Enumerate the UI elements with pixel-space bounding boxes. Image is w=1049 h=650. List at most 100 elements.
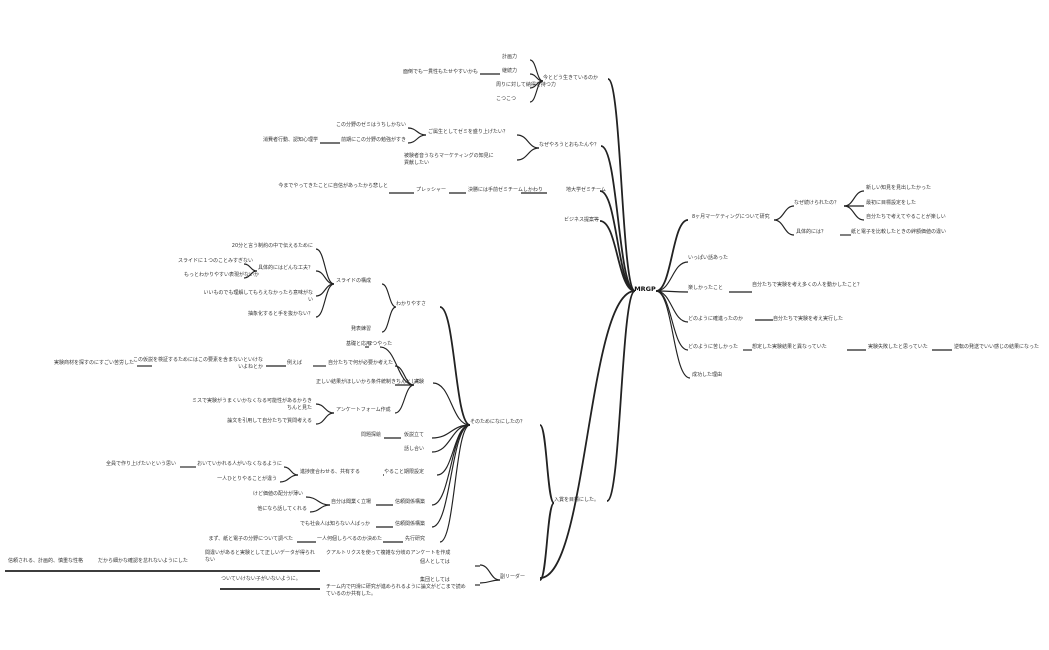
node-n5a1b[interactable]: 具体的にはどんな工夫？ [258,264,313,271]
node-n5b5a2[interactable]: 他になら話してくれる [257,505,307,512]
connector-5 [539,290,636,579]
node-n5b1b1a[interactable]: この仮説を検証するためにはこの要素を含まないといけないよねとか [133,356,263,370]
connector-52 [243,263,258,272]
node-n5a2[interactable]: 発表練習 [351,325,371,332]
node-n5b6[interactable]: 信頼関係構築 [395,520,425,527]
connector-14 [843,190,865,207]
node-n2b[interactable]: 被験者音うならマーケティングの知見に貢献したい [404,152,494,166]
node-n6a1[interactable]: クアルトリクスを使って複雑な分岐のアンケートを作成 [326,549,450,556]
node-n1[interactable]: 今とどう生きているのか [543,74,598,81]
connector-76 [479,564,501,581]
node-n1c[interactable]: 周りに対して納得を持つ力 [496,81,556,88]
node-n5b7a[interactable]: 一人何個しらべるのか決めた [317,535,382,542]
node-r5a[interactable]: 想定した実験結果と異なっていた [752,343,827,350]
connector-31 [407,134,427,144]
node-n5b1e[interactable]: 論文を引用して自分たちで質問考える [227,417,312,424]
node-n3a[interactable]: 決勝には手前ゼミチームしかわり [468,186,543,193]
node-n6a1a[interactable]: 間違いがあると実験として正しいデータが得られない [205,549,315,563]
node-n2a[interactable]: ご属生としてゼミを盛り上げたい？ [428,128,508,135]
node-n5b1a[interactable]: 基礎と応用 [346,340,371,347]
connector-4 [606,290,636,502]
node-n3a1a[interactable]: 今までやってきたことに自信があったから悲しと [278,182,388,189]
node-n5b3[interactable]: 話し合い [404,445,424,452]
node-n1b1[interactable]: 面倒でも一貫性もたせやすいかも [403,68,478,75]
node-r5[interactable]: どのように苦しかった [688,343,738,350]
node-n5b[interactable]: そのためになにしたの？ [470,418,525,425]
node-n5b5a[interactable]: 自分は聞業く立場 [331,498,371,505]
connector-62 [315,403,335,414]
node-n5b5[interactable]: 信頼関係構築 [395,498,425,505]
connector-12 [773,205,795,221]
node-n3[interactable]: 地大学ゼミチーム [566,186,606,193]
connector-9 [655,290,689,323]
connector-39 [431,424,471,453]
node-n5a1d[interactable]: 抽象化すると手を抜かない？ [248,310,313,317]
node-n5b2[interactable]: 仮説立て [404,431,424,438]
node-r5a1a[interactable]: 逆転の発送でいい感じの結果になった [954,343,1039,350]
node-r3[interactable]: 楽しかったこと [688,284,723,291]
connector-lines [5,59,952,590]
node-n3a1[interactable]: プレッシャー [416,187,446,193]
node-n5[interactable]: 入賞を目標にした。 [554,496,599,503]
node-r4[interactable]: どのように確進ったのか [688,315,743,322]
node-n5b4a[interactable]: 進捗度合わせる、共有する [300,468,360,475]
node-n6[interactable]: 副リーダー [500,573,525,580]
node-r1a1[interactable]: 新しい知見を見出したかった [866,184,931,191]
node-r1b1[interactable]: 紙と電子を比較したときの絆額価値の違い [851,228,946,235]
node-n5b1c[interactable]: 正しい結果がほしいから条件統制きちんとした [316,378,421,385]
node-n5b7a1[interactable]: まず、紙と電子の分野について調べた [208,535,293,542]
node-n5b1b1[interactable]: 例えば [287,359,302,366]
connector-72 [309,504,331,513]
node-n5b4[interactable]: やること期限設定 [384,468,424,475]
node-n5b6a[interactable]: でも社会人は知らない人ばっか [300,520,370,527]
node-r3a[interactable]: 自分たちで実験を考え多くの人を動かしたこと？ [752,281,862,288]
connector-1 [600,145,636,292]
node-n1b[interactable]: 継続力 [502,67,517,74]
node-r4a[interactable]: 自分たちで実験を考え実行した [773,315,843,322]
node-r1a2[interactable]: 最初に目標設定をした [866,199,916,206]
node-n5b2a[interactable]: 問題探絵 [361,431,381,438]
node-n5a1b1[interactable]: スライドに１つのことみすぎない [178,257,253,264]
node-r1b[interactable]: 具体的には？ [796,228,826,235]
node-n5b1d1[interactable]: ミスで実験がうまくいかなくなる可能性があるからきちんと見た [192,397,312,411]
node-n2a2[interactable]: 前期にこの分野の勉強がすき [341,136,406,143]
connector-51 [315,283,335,318]
connector-44 [539,424,555,504]
node-n5a1b2[interactable]: もっとわかりやすい表現がないか [184,271,259,278]
node-r1a[interactable]: なぜ続けられたの？ [794,199,839,206]
node-n5a1c[interactable]: いいものでも理解してもらえなかったら意味がない [203,289,313,303]
node-n5b1b[interactable]: 自分たちで何が必要か考えた [328,359,393,366]
node-n4[interactable]: ビジネス提案等 [564,216,599,223]
node-n2[interactable]: なぜやろうとおもたんや？ [539,141,599,148]
node-r1a3[interactable]: 自分たちで考えてやることが楽しい [866,213,946,220]
node-n6a1a1a[interactable]: 信頼される、計画的、慎重な性格 [8,557,83,564]
node-n6a[interactable]: 個人としては [420,558,450,565]
node-r6[interactable]: 成功した理由 [692,371,722,378]
node-n5b5a1[interactable]: けど価値の配分が薄い [253,490,303,497]
node-n5a1[interactable]: スライドの構成 [336,277,371,284]
node-n5b4a1[interactable]: おいていかれる人がいなくなるように [197,460,282,467]
node-r2[interactable]: いっぱい話あった [688,254,728,261]
node-n5b4a2[interactable]: 一人ひとりやることが違う [217,475,277,482]
node-n1d[interactable]: こつこつ [496,96,516,102]
node-n6a1a1[interactable]: だから細かな確認を怠れないようにした [98,557,188,564]
node-n6b1[interactable]: チーム内で円滑に研究が進められるように論文がどこまで読めているのか共有した。 [326,583,466,597]
connector-63 [315,412,335,425]
node-n2a1[interactable]: この分野のゼミはうちしかない [336,121,406,128]
node-n5b1a1[interactable]: 2つやった [369,340,392,347]
node-n5b1[interactable]: 実験 [414,378,424,385]
node-root[interactable]: MRGP [634,285,656,293]
node-n5a[interactable]: わかりやすさ [396,300,426,307]
node-n5b4a1a[interactable]: 全員で作り上げたいという思い [106,460,176,467]
node-n5b7[interactable]: 先行研究 [405,535,425,542]
connector-53 [243,270,258,279]
node-n2a2a[interactable]: 消費者行動、認知心理学 [263,136,318,143]
node-n6b[interactable]: 集団としては [420,576,450,583]
node-n5b1b1a1[interactable]: 実験商材を探すのにすごい苦労した [54,359,134,366]
node-n5b1d[interactable]: アンケートフォーム作成 [336,406,391,413]
node-n5a1a[interactable]: 20分と言う制約の中で伝えるために [232,242,313,249]
node-r5a1[interactable]: 実験失敗したと思っていた [868,343,928,350]
node-r1[interactable]: 8ヶ月マーケティングについて研究 [692,213,770,220]
node-n1a[interactable]: 計画力 [502,53,517,60]
node-n6b1a[interactable]: ついていけない子がいないように。 [221,575,301,582]
